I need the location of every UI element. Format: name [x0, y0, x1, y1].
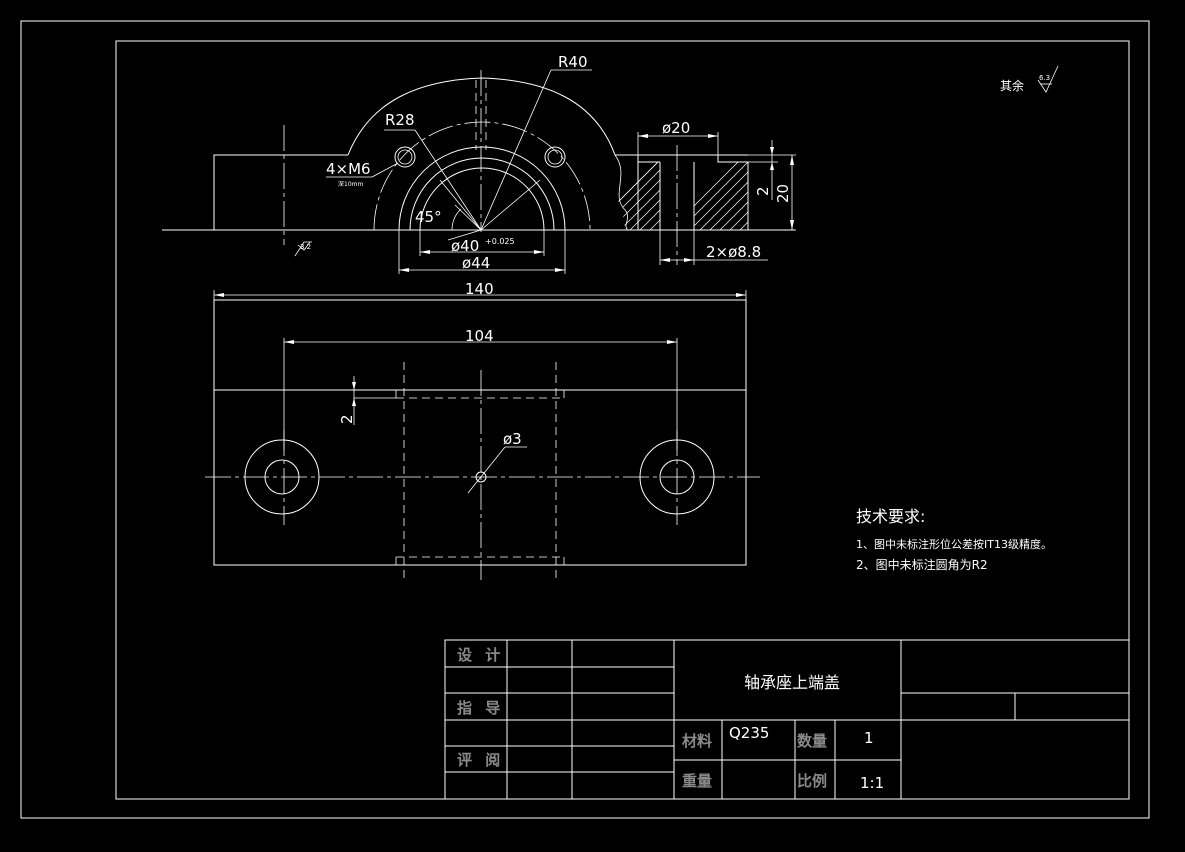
dim-counterbore: ø20 [662, 119, 690, 137]
dim-r28: R28 [385, 111, 415, 129]
dim-bore-tol: +0.025 [485, 237, 515, 246]
dim-angle: 45° [415, 208, 442, 226]
tb-scale-label: 比例 [797, 772, 827, 790]
tb-weight-label: 重量 [682, 772, 712, 790]
tb-qty-label: 数量 [797, 732, 827, 750]
tb-qty-value: 1 [864, 729, 874, 747]
dim-width-140: 140 [465, 280, 494, 298]
dim-depth-2: 2 [754, 186, 772, 196]
tb-part-name: 轴承座上端盖 [744, 673, 840, 692]
tb-material-value: Q235 [729, 724, 769, 742]
dim-pitch-104: 104 [465, 327, 494, 345]
front-view [162, 69, 796, 274]
dim-od44: ø44 [462, 254, 490, 272]
dim-oil-hole: ø3 [503, 430, 522, 448]
tech-req-2: 2、图中未标注圆角为R2 [856, 557, 988, 572]
dim-r40: R40 [558, 53, 588, 71]
tb-material-label: 材料 [682, 732, 712, 750]
surface-other-note: 其余 [1000, 78, 1024, 93]
tech-req-title: 技术要求: [856, 507, 925, 526]
outer-border [20, 20, 1150, 819]
roughness-top-value: 6.3 [1039, 74, 1050, 82]
top-view [205, 290, 760, 580]
tb-design-label: 设 计 [457, 646, 504, 664]
dim-height-20: 20 [774, 184, 792, 203]
dim-thread: 4×M6 [326, 160, 371, 178]
tb-scale-value: 1:1 [860, 774, 884, 792]
dim-holes: 2×ø8.8 [706, 243, 761, 261]
tech-req-1: 1、图中未标注形位公差按IT13级精度。 [856, 537, 1052, 551]
tb-guide-label: 指 导 [457, 699, 504, 717]
dim-bore: ø40 [451, 237, 479, 255]
roughness-left-value: 3.2 [300, 243, 311, 251]
tb-review-label: 评 阅 [457, 751, 504, 769]
dim-offset-2: 2 [338, 414, 356, 424]
dim-thread-depth: 深10mm [338, 180, 363, 188]
title-block [444, 639, 1130, 800]
